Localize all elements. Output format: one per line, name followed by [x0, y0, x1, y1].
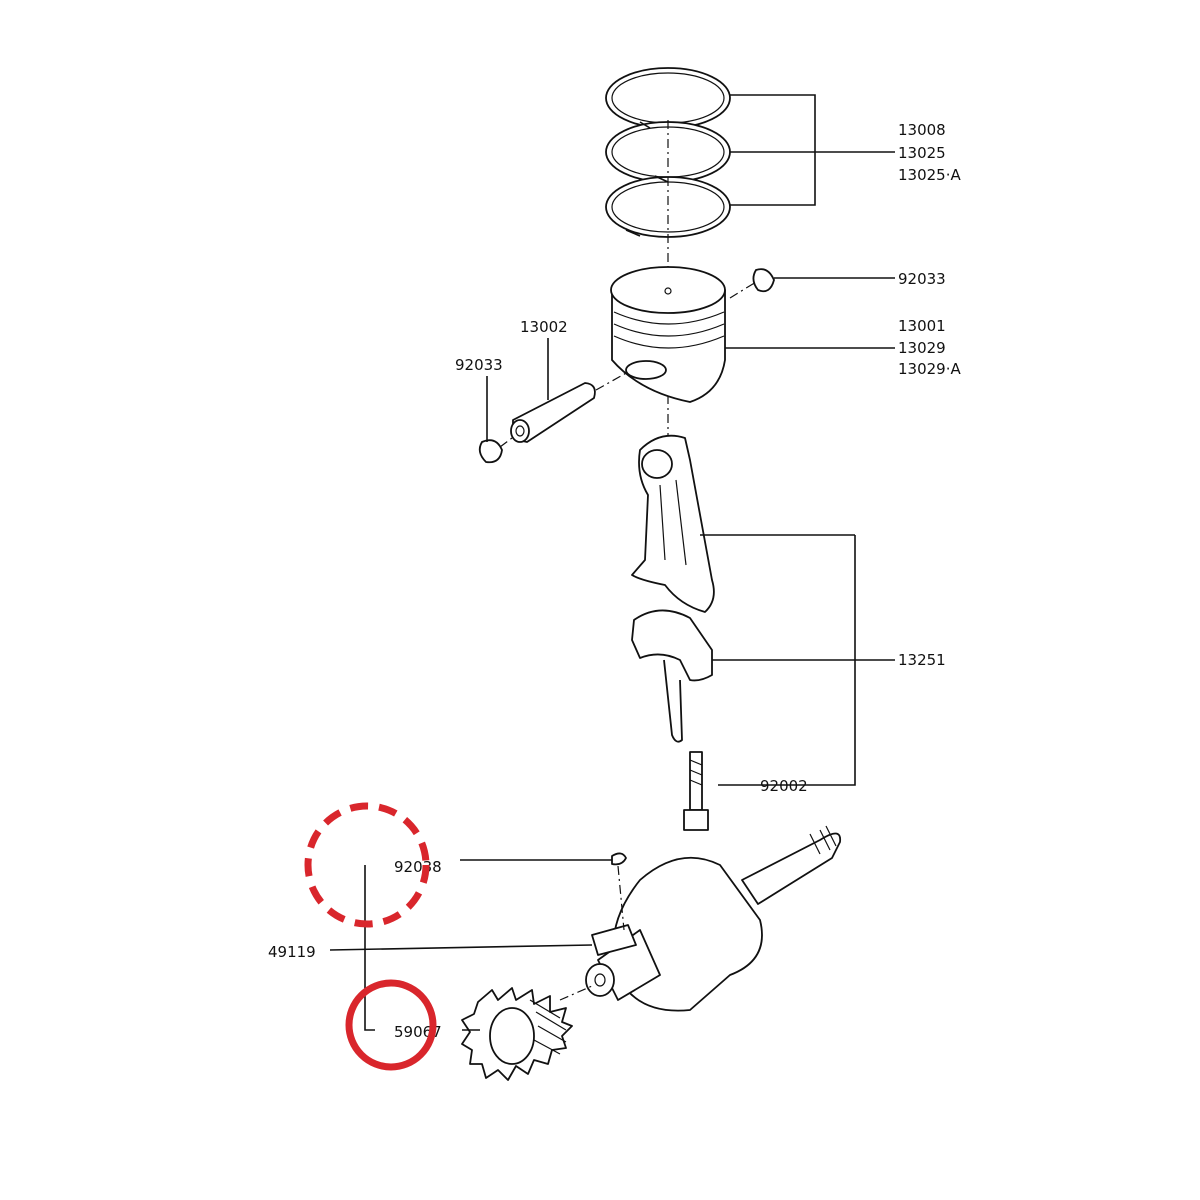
label-92038: 92038 — [394, 858, 442, 876]
label-13008: 13008 — [898, 121, 946, 139]
piston-pin — [510, 382, 596, 443]
label-49119: 49119 — [268, 943, 316, 961]
rod-bolt — [683, 751, 709, 831]
ring-leaders — [730, 94, 895, 206]
piston — [610, 266, 726, 403]
pin-circlip-icon — [478, 439, 503, 464]
gear-axis — [559, 985, 593, 1001]
key-axis — [617, 865, 625, 931]
crankshaft — [585, 825, 842, 1012]
bearing-leader — [329, 944, 593, 951]
label-13025: 13025 — [898, 144, 946, 162]
label-13001: 13001 — [898, 317, 946, 335]
label-13025-a: 13025·A — [898, 166, 961, 184]
highlight-solid-circle — [345, 979, 437, 1071]
label-bracket — [364, 865, 375, 1031]
circlip-axis — [729, 281, 757, 299]
connecting-rod — [631, 434, 715, 613]
crank-gear — [461, 987, 573, 1081]
label-13029: 13029 — [898, 339, 946, 357]
label-92033-right: 92033 — [898, 270, 946, 288]
piston-circlip-icon — [752, 268, 775, 293]
crank-key-icon — [611, 852, 627, 866]
label-13002: 13002 — [520, 318, 568, 336]
pin-circlip-axis — [499, 437, 513, 448]
highlight-dashed-circle — [304, 802, 430, 928]
label-13251: 13251 — [898, 651, 946, 669]
label-13029-a: 13029·A — [898, 360, 961, 378]
rod-bracket — [718, 535, 856, 786]
pin-axis — [595, 371, 629, 391]
label-92033-left: 92033 — [455, 356, 503, 374]
rod-cap — [631, 609, 713, 743]
label-92002: 92002 — [760, 777, 808, 795]
